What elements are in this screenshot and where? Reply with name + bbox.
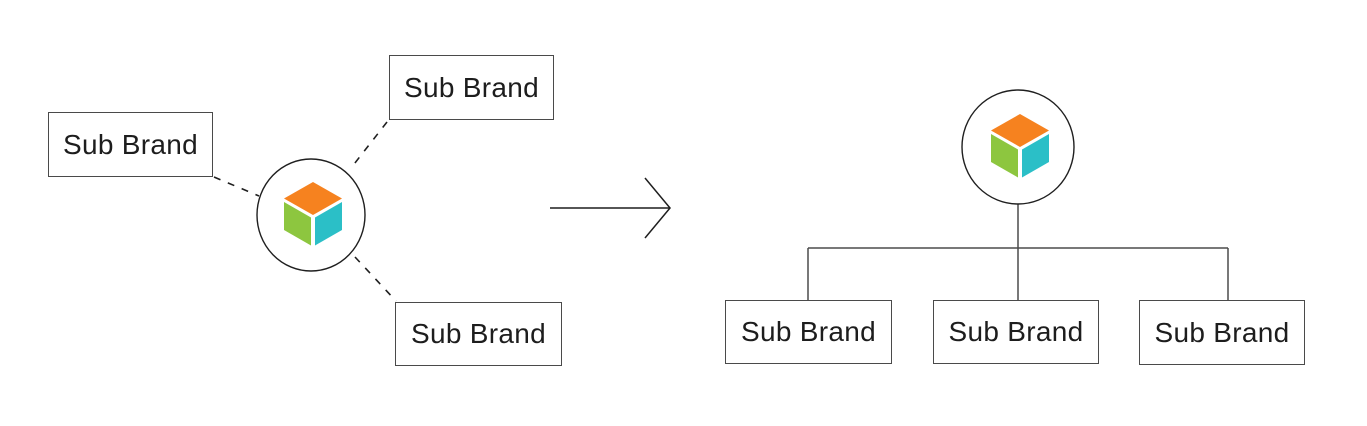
- dashed-line-bottom-box: [354, 256, 397, 302]
- dashed-line-left-box: [213, 176, 260, 197]
- sub-brand-label: Sub Brand: [62, 128, 199, 160]
- sub-brand-label: Sub Brand: [740, 316, 877, 347]
- dashed-connectors: [213, 121, 397, 302]
- sub-brand-label: Sub Brand: [410, 318, 547, 349]
- root-circle: [961, 89, 1075, 205]
- right-arrow-icon: [550, 177, 671, 239]
- cube-left-face: [284, 202, 311, 246]
- tree-connectors: [807, 204, 1229, 301]
- sub-brand-box: Sub Brand: [1139, 300, 1305, 365]
- cube-logo-icon: [991, 114, 1049, 178]
- sub-brand-label: Sub Brand: [403, 71, 540, 103]
- sub-brand-label: Sub Brand: [948, 316, 1084, 347]
- hub-circle: [256, 158, 366, 272]
- sub-brand-box: Sub Brand: [725, 300, 892, 364]
- sub-brand-box: Sub Brand: [933, 300, 1099, 364]
- sub-brand-label: Sub Brand: [1154, 316, 1290, 348]
- arrow-head: [644, 177, 671, 239]
- cube-top-face: [284, 182, 342, 215]
- sub-brand-box: Sub Brand: [389, 55, 554, 120]
- cube-left-face: [991, 134, 1018, 178]
- cube-right-face: [315, 202, 342, 246]
- sub-brand-box: Sub Brand: [395, 302, 562, 366]
- sub-brand-box: Sub Brand: [48, 112, 213, 177]
- dashed-line-top-box: [350, 121, 388, 169]
- cube-top-face: [991, 114, 1049, 147]
- cube-logo-icon: [284, 182, 342, 246]
- cube-right-face: [1022, 134, 1049, 178]
